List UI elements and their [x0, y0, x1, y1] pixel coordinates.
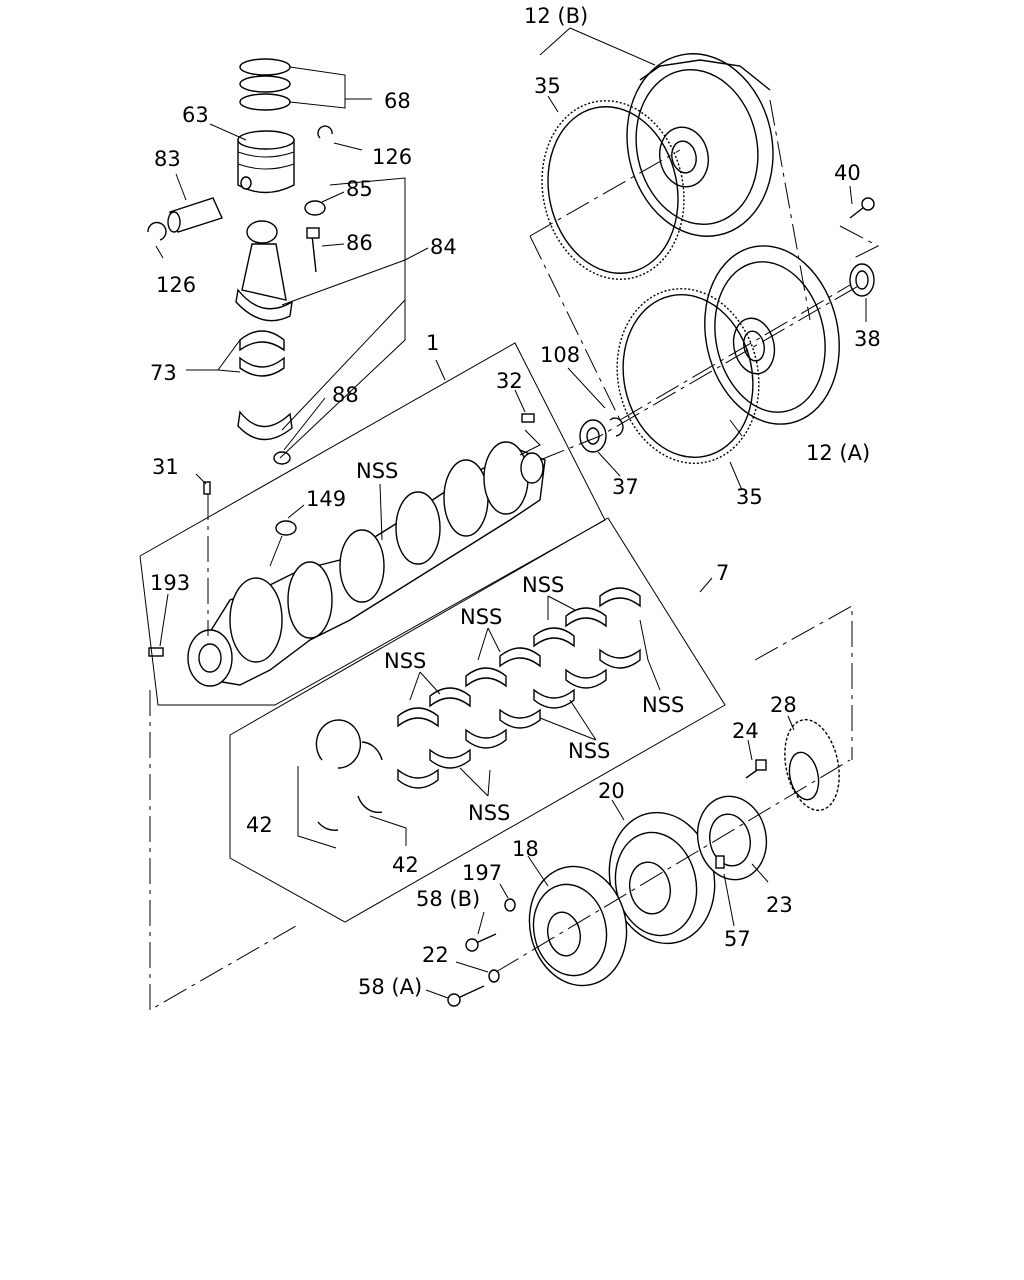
label-88: 88 [332, 383, 359, 407]
con-rod-cap [237, 410, 293, 441]
dowel-57 [715, 855, 725, 869]
label-126-top: 126 [372, 145, 412, 169]
con-rod-bearing-73 [239, 330, 285, 377]
label-42-left: 42 [246, 813, 273, 837]
label-32: 32 [496, 369, 523, 393]
plate-23 [696, 795, 768, 881]
flywheel-12b [626, 53, 774, 237]
label-58a: 58 (A) [358, 975, 422, 999]
label-37: 37 [612, 475, 639, 499]
bolt-58b [465, 933, 497, 952]
label-1: 1 [426, 331, 439, 355]
label-12b: 12 (B) [524, 4, 588, 28]
label-126-left: 126 [156, 273, 196, 297]
bolt-40 [849, 197, 875, 219]
label-68: 68 [384, 89, 411, 113]
crankshaft [187, 441, 546, 687]
label-22: 22 [422, 943, 449, 967]
bolt-86 [306, 227, 320, 273]
gear-149 [275, 520, 297, 536]
piston-63 [237, 130, 295, 194]
label-nss-b4: NSS [642, 693, 684, 717]
label-58b: 58 (B) [416, 887, 480, 911]
label-7: 7 [716, 561, 729, 585]
label-108: 108 [540, 343, 580, 367]
pulley-18 [528, 865, 628, 987]
gear-28 [784, 718, 840, 812]
label-nss-b6: NSS [468, 801, 510, 825]
ring-gear-35-bottom [616, 288, 760, 464]
label-83: 83 [154, 147, 181, 171]
label-40: 40 [834, 161, 861, 185]
plate-38 [849, 263, 875, 297]
label-84: 84 [430, 235, 457, 259]
washer-197 [504, 898, 516, 912]
label-73: 73 [150, 361, 177, 385]
flywheel-12a [704, 245, 840, 425]
label-12a: 12 (A) [806, 441, 870, 465]
label-57: 57 [724, 927, 751, 951]
connecting-rod [235, 220, 293, 322]
label-24: 24 [732, 719, 759, 743]
label-193: 193 [150, 571, 190, 595]
label-23: 23 [766, 893, 793, 917]
thrust-washers-42 [297, 719, 407, 849]
main-bearings-lower [397, 648, 641, 789]
pin-193 [148, 647, 164, 657]
snap-ring-126-top [317, 125, 333, 139]
label-nss-crank: NSS [356, 459, 398, 483]
piston-pin-83 [167, 197, 223, 233]
label-38: 38 [854, 327, 881, 351]
label-85: 85 [346, 177, 373, 201]
label-42-right: 42 [392, 853, 419, 877]
bolt-58a [447, 985, 485, 1007]
label-nss-b3: NSS [384, 649, 426, 673]
piston-rings-68 [239, 58, 346, 111]
label-35-bottom: 35 [736, 485, 763, 509]
label-197: 197 [462, 861, 502, 885]
label-18: 18 [512, 837, 539, 861]
label-28: 28 [770, 693, 797, 717]
leader-lines [155, 27, 867, 999]
label-nss-b1: NSS [522, 573, 564, 597]
label-149: 149 [306, 487, 346, 511]
bolt-24 [745, 759, 767, 779]
washer-22 [488, 969, 500, 983]
ring-gear-35-top [541, 100, 685, 280]
label-nss-b2: NSS [460, 605, 502, 629]
nut-88 [273, 451, 291, 465]
label-nss-b5: NSS [568, 739, 610, 763]
pin-32 [521, 413, 535, 423]
bushing-85 [304, 200, 326, 216]
label-35-top: 35 [534, 74, 561, 98]
label-63: 63 [182, 103, 209, 127]
snap-ring-108 [609, 417, 624, 437]
bearing-37 [579, 419, 607, 453]
dowel-31 [203, 481, 211, 495]
label-31: 31 [152, 455, 179, 479]
snap-ring-126-left [147, 221, 167, 241]
main-bearings-upper [397, 587, 641, 728]
label-86: 86 [346, 231, 373, 255]
label-20: 20 [598, 779, 625, 803]
